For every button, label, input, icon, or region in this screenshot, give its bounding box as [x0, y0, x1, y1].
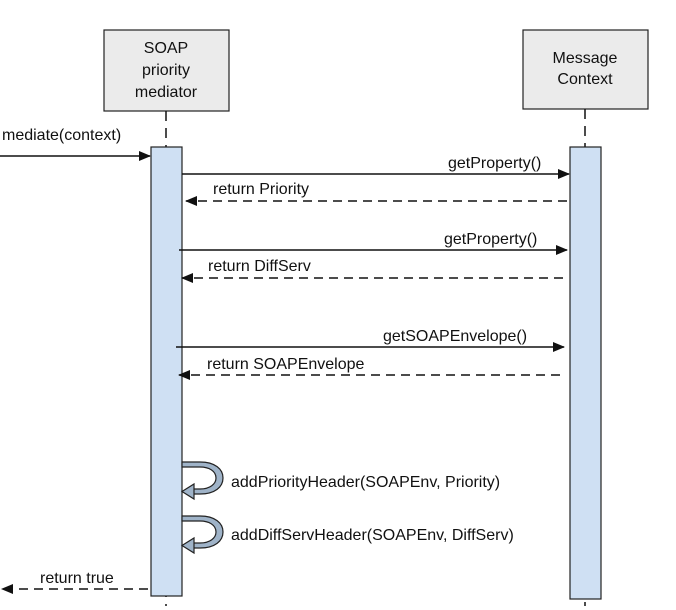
mediator-label-line-1: SOAP [144, 40, 188, 57]
message-context-box [522, 29, 649, 110]
get-property-1-label: getProperty() [448, 155, 541, 172]
return-true-label: return true [40, 570, 114, 587]
return-diffserv-label: return DiffServ [208, 258, 311, 275]
return-priority-label: return Priority [213, 181, 309, 198]
add-diffserv-header-label: addDiffServHeader(SOAPEnv, DiffServ) [231, 527, 514, 544]
get-property-2-label: getProperty() [444, 231, 537, 248]
context-label-line-2: Context [557, 71, 613, 88]
context-label-line-1: Message [553, 50, 618, 67]
mediator-label-line-2: priority [142, 62, 190, 79]
context-activation-bar [569, 146, 602, 600]
add-priority-header-self-call [180, 461, 224, 501]
mediator-label-line-3: mediator [135, 84, 198, 101]
get-envelope-label: getSOAPEnvelope() [383, 328, 527, 345]
mediator-activation-bar [150, 146, 183, 597]
mediate-label: mediate(context) [2, 127, 121, 144]
return-envelope-label: return SOAPEnvelope [207, 356, 365, 373]
add-priority-header-label: addPriorityHeader(SOAPEnv, Priority) [231, 474, 500, 491]
add-diffserv-header-self-call [180, 515, 224, 555]
mediator-box [103, 29, 230, 112]
